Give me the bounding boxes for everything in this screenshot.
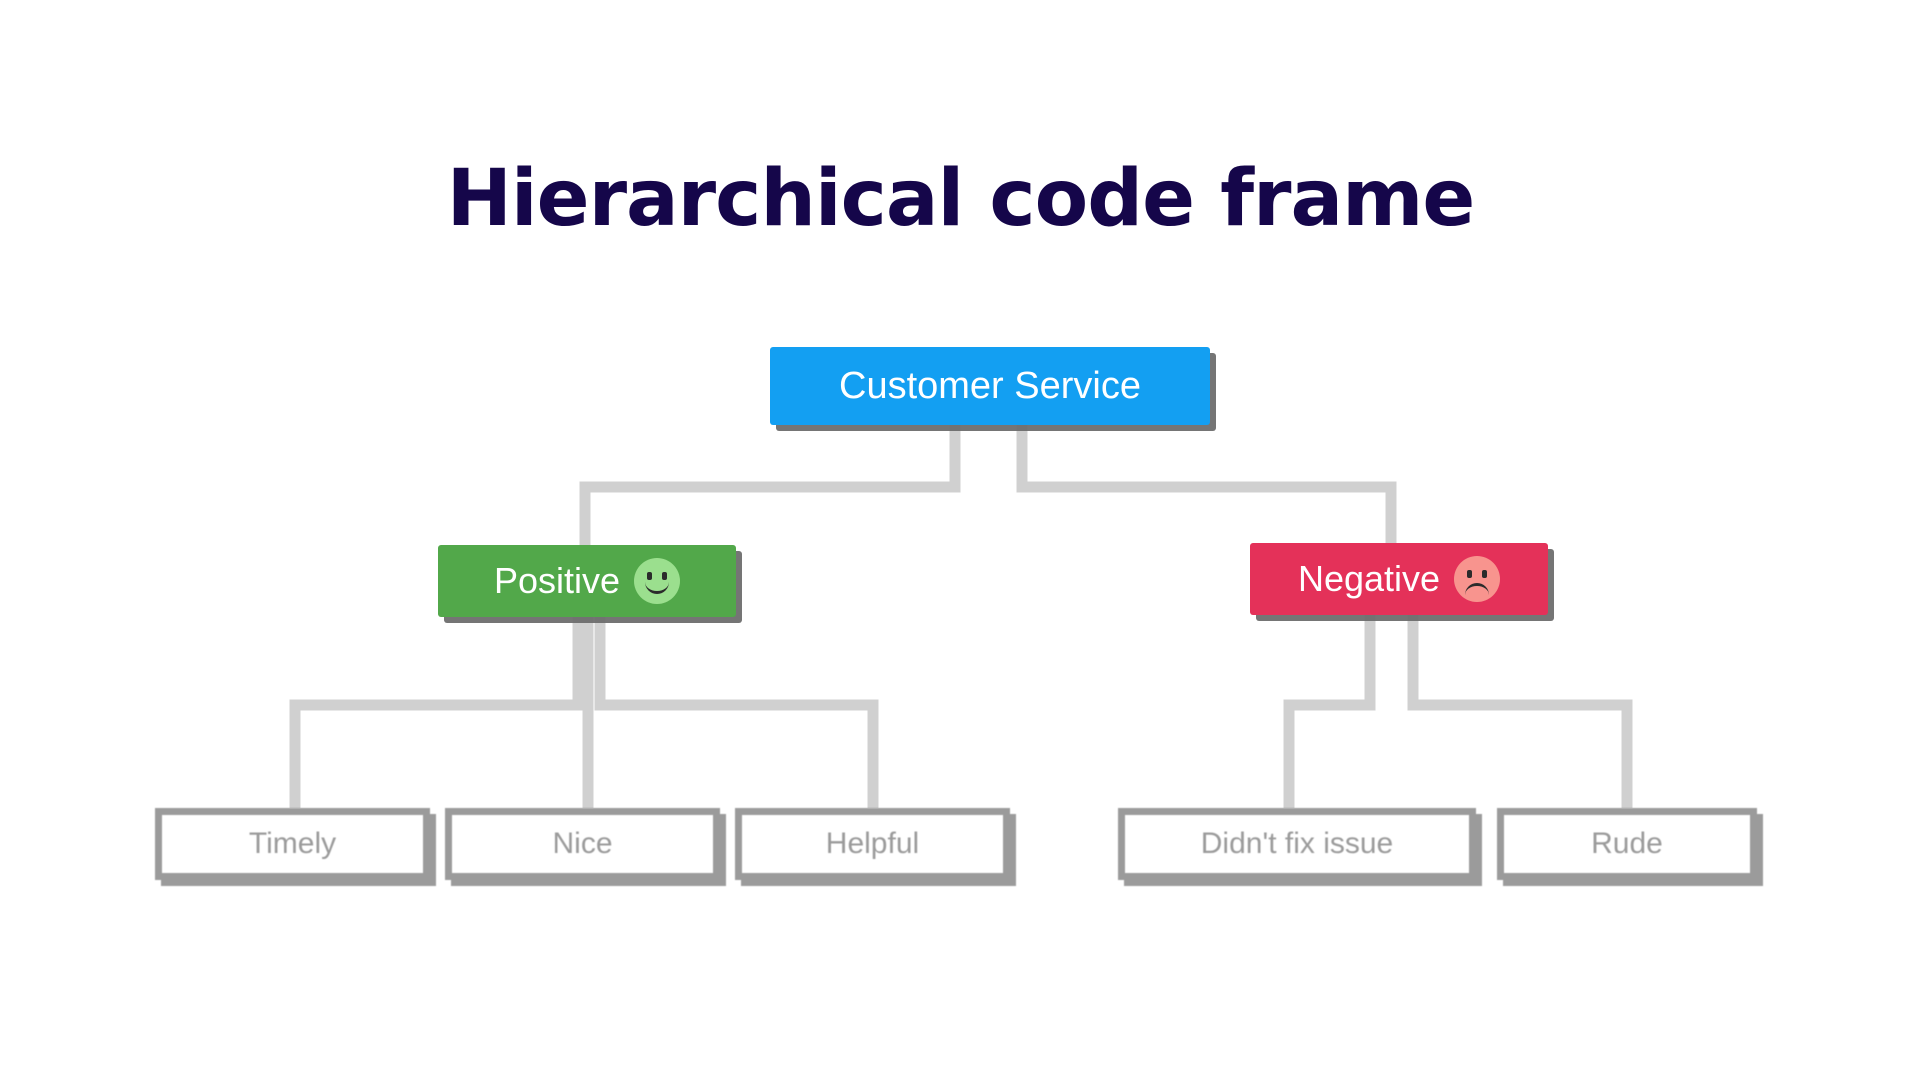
node-rude[interactable]: Rude (1497, 808, 1757, 880)
node-customer-service[interactable]: Customer Service (770, 347, 1210, 425)
node-label: Didn't fix issue (1200, 827, 1394, 860)
frowning-face-icon (1454, 556, 1501, 602)
edge-negative-didnt-fix-issue (1283, 608, 1376, 808)
node-label: Customer Service (839, 364, 1141, 407)
node-label: Nice (552, 827, 613, 860)
node-label: Timely (248, 827, 337, 860)
node-label: Rude (1591, 827, 1663, 860)
edge-negative-rude (1407, 608, 1633, 808)
node-positive[interactable]: Positive (438, 545, 736, 617)
page-title: Hierarchical code frame (446, 154, 1476, 244)
edge-root-positive (579, 425, 961, 545)
smiling-face-icon (634, 558, 681, 604)
edge-positive-timely (289, 608, 584, 808)
node-nice[interactable]: Nice (445, 808, 720, 880)
edge-root-negative (1016, 425, 1397, 545)
node-negative[interactable]: Negative (1250, 543, 1548, 615)
edge-positive-helpful (594, 608, 879, 808)
node-didnt-fix-issue[interactable]: Didn't fix issue (1118, 808, 1476, 880)
node-label: Positive (493, 560, 621, 601)
node-label: Helpful (825, 827, 920, 860)
node-timely[interactable]: Timely (155, 808, 430, 880)
node-helpful[interactable]: Helpful (735, 808, 1010, 880)
node-label: Negative (1297, 558, 1441, 599)
